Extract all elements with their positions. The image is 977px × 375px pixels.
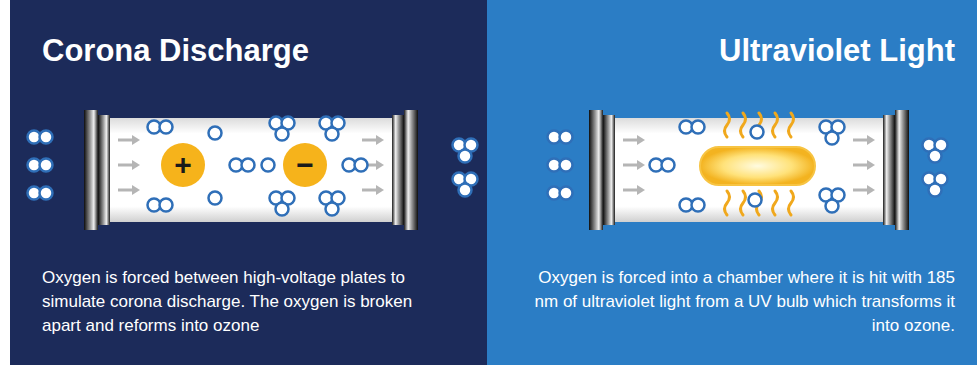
- flow-arrow: [376, 135, 384, 145]
- flow-arrow: [623, 189, 639, 192]
- ozone-molecule: [826, 132, 839, 145]
- flow-arrow: [623, 139, 639, 142]
- uv-ray: [773, 191, 778, 215]
- end-cap: [883, 115, 895, 225]
- flow-arrow: [376, 185, 384, 195]
- oxygen-molecule: [560, 159, 573, 172]
- uv-ray: [789, 191, 794, 215]
- oxygen-molecule: [355, 159, 368, 172]
- ozone-molecule: [276, 128, 289, 141]
- panel-description: Oxygen is forced into a chamber where it…: [530, 266, 955, 338]
- flow-arrow: [853, 139, 869, 142]
- flow-arrow: [853, 189, 869, 192]
- flow-arrow: [623, 164, 639, 167]
- flow-arrow: [118, 139, 134, 142]
- uv-ray: [741, 191, 746, 215]
- ozone-molecule: [929, 150, 942, 163]
- uv-bulb: [700, 147, 815, 185]
- flow-arrow: [637, 160, 645, 170]
- oxygen-molecule: [40, 187, 53, 200]
- ozone-molecule: [459, 150, 472, 163]
- flow-arrow: [362, 139, 378, 142]
- flow-arrow: [132, 160, 140, 170]
- uv-ray: [789, 113, 794, 137]
- uv-ray: [725, 113, 730, 137]
- end-cap: [84, 110, 98, 230]
- end-cap: [883, 110, 909, 230]
- oxygen-molecule: [40, 131, 53, 144]
- flow-arrow: [362, 189, 378, 192]
- flow-arrow: [376, 160, 384, 170]
- ozone-molecule: [929, 184, 942, 197]
- end-cap: [404, 110, 418, 230]
- flow-arrow: [637, 135, 645, 145]
- flow-arrow: [132, 135, 140, 145]
- electrode-plate: +: [161, 143, 205, 187]
- ozone-molecule: [459, 184, 472, 197]
- method-panel: Ultraviolet LightOxygen is forced into a…: [487, 0, 977, 365]
- panel-title: Corona Discharge: [42, 32, 309, 70]
- oxygen-molecule: [692, 199, 705, 212]
- end-cap: [392, 115, 404, 225]
- oxygen-molecule: [692, 121, 705, 134]
- polarity-sign: +: [174, 150, 192, 180]
- panel-description: Oxygen is forced between high-voltage pl…: [42, 266, 447, 338]
- uv-ray: [773, 113, 778, 137]
- polarity-sign: −: [296, 150, 314, 180]
- flow-arrow: [867, 135, 875, 145]
- oxygen-atom: [209, 192, 222, 205]
- oxygen-atom: [209, 127, 222, 140]
- end-cap: [603, 115, 615, 225]
- ozone-molecule: [276, 203, 289, 216]
- flow-arrow: [118, 189, 134, 192]
- flow-arrow: [132, 185, 140, 195]
- end-cap: [589, 110, 603, 230]
- flow-arrow: [853, 164, 869, 167]
- end-cap: [589, 110, 615, 230]
- method-panel: Corona DischargeOxygen is forced between…: [10, 0, 487, 365]
- uv-ray: [741, 113, 746, 137]
- oxygen-atom: [262, 159, 275, 172]
- end-cap: [895, 110, 909, 230]
- flow-arrow: [867, 185, 875, 195]
- ozone-molecule: [826, 200, 839, 213]
- oxygen-molecule: [662, 159, 675, 172]
- end-cap: [84, 110, 110, 230]
- flow-arrow: [637, 185, 645, 195]
- oxygen-molecule: [242, 159, 255, 172]
- end-cap: [98, 115, 110, 225]
- oxygen-molecule: [560, 131, 573, 144]
- electrode-plate: −: [283, 143, 327, 187]
- oxygen-molecule: [160, 121, 173, 134]
- oxygen-atom: [751, 126, 764, 139]
- oxygen-molecule: [560, 187, 573, 200]
- ozone-molecule: [326, 128, 339, 141]
- end-cap: [392, 110, 418, 230]
- oxygen-molecule: [40, 159, 53, 172]
- oxygen-atom: [749, 194, 762, 207]
- uv-ray: [725, 191, 730, 215]
- panel-title: Ultraviolet Light: [719, 32, 955, 70]
- tube-body: [615, 118, 883, 222]
- ozone-molecule: [326, 203, 339, 216]
- oxygen-molecule: [160, 199, 173, 212]
- flow-arrow: [118, 164, 134, 167]
- flow-arrow: [867, 160, 875, 170]
- tube-body: [110, 118, 392, 222]
